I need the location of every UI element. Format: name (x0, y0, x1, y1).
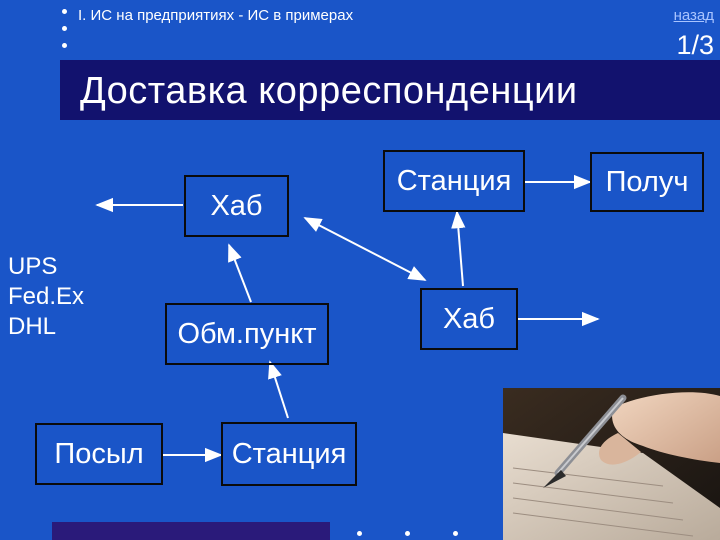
slide-title: Доставка корреспонденции (80, 70, 578, 112)
breadcrumb: I. ИС на предприятиях - ИС в примерах (78, 7, 354, 24)
bullet-dot (62, 26, 67, 31)
writing-hand-photo (503, 388, 720, 540)
bullet-dot (453, 531, 458, 536)
bottom-bar (52, 522, 330, 540)
arrow-station-hub-diagonal (303, 217, 427, 281)
title-bar (60, 60, 720, 120)
bullet-dot (62, 43, 67, 48)
carrier-list: UPS Fed.Ex DHL (8, 252, 84, 342)
node-station-bottom: Станция (221, 422, 357, 486)
carrier-item: Fed.Ex (8, 283, 85, 310)
bullet-dot (357, 531, 362, 536)
carrier-item: DHL (8, 313, 57, 340)
bullet-dot (62, 9, 67, 14)
page-number: 1/3 (676, 30, 714, 60)
node-hub-right: Хаб (420, 288, 518, 350)
carrier-item: UPS (8, 253, 58, 280)
node-hub-top: Хаб (184, 175, 289, 237)
arrow-hub-to-station (451, 210, 466, 287)
node-station-top: Станция (383, 150, 525, 212)
node-sender: Посыл (35, 423, 163, 485)
bullet-dot (405, 531, 410, 536)
back-link[interactable]: назад (673, 7, 714, 24)
node-exchange-point: Обм.пункт (165, 303, 329, 365)
arrow-station-to-exchange (268, 360, 289, 419)
node-receiver: Получ (590, 152, 704, 212)
arrow-exchange-to-hub (228, 243, 252, 303)
